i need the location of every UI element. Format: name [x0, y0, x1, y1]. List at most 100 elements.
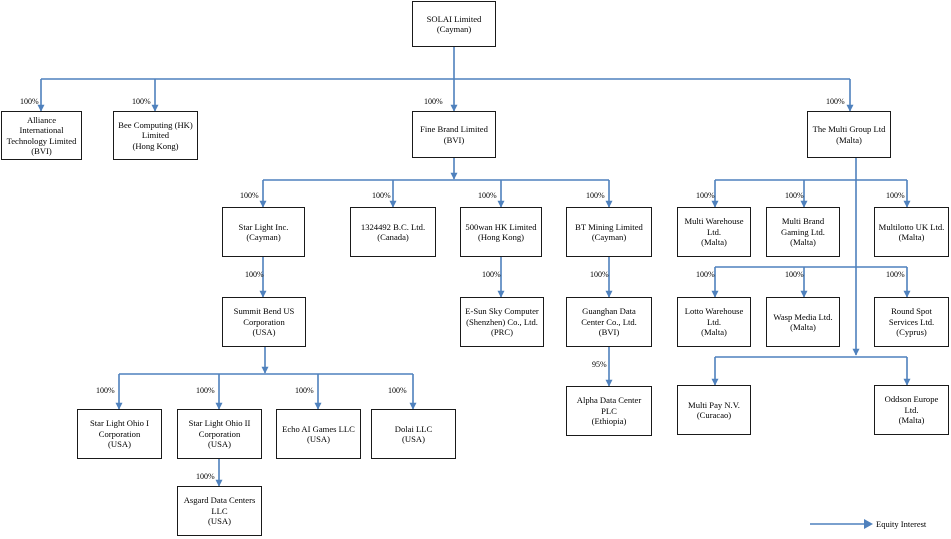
entity-summit: Summit Bend US Corporation (USA) [222, 297, 306, 347]
entity-lotto-jurisdiction: (Malta) [701, 327, 727, 338]
pct-mwarehouse: 100% [696, 191, 715, 200]
pct-bt: 100% [586, 191, 605, 200]
entity-fine-jurisdiction: (BVI) [443, 134, 465, 145]
entity-dolai: Dolai LLC (USA) [371, 409, 456, 459]
entity-alliance: Alliance International Technology Limite… [1, 111, 82, 160]
entity-esun-name-2: (Shenzhen) Co., Ltd. [466, 316, 538, 327]
entity-ohio1: Star Light Ohio I Corporation (USA) [77, 409, 162, 459]
entity-guanghan-name-2: Center Co., Ltd. [581, 316, 637, 327]
entity-bt: BT Mining Limited (Cayman) [566, 207, 652, 257]
pct-esun: 100% [482, 270, 501, 279]
entity-alliance-jurisdiction: (BVI) [31, 146, 52, 156]
entity-alliance-name-2: Technology Limited [6, 135, 77, 146]
entity-wasp-jurisdiction: (Malta) [790, 322, 816, 332]
entity-round-name: Round Spot [891, 306, 932, 317]
entity-guanghan-name: Guanghan Data [582, 306, 636, 317]
entity-ohio2: Star Light Ohio II Corporation (USA) [177, 409, 262, 459]
entity-starlight-name: Star Light Inc. [238, 221, 289, 232]
pct-summit: 100% [245, 270, 264, 279]
entity-guanghan: Guanghan Data Center Co., Ltd. (BVI) [566, 297, 652, 347]
entity-ohio1-name: Star Light Ohio I [90, 418, 149, 429]
entity-multi: The Multi Group Ltd (Malta) [807, 111, 891, 158]
entity-alpha: Alpha Data Center PLC (Ethiopia) [566, 386, 652, 436]
entity-wan: 500wan HK Limited (Hong Kong) [460, 207, 542, 257]
entity-pay: Multi Pay N.V. (Curacao) [677, 385, 751, 435]
entity-wan-jurisdiction: (Hong Kong) [477, 232, 525, 242]
entity-echo-jurisdiction: (USA) [307, 434, 330, 444]
entity-asgard-jurisdiction: (USA) [208, 516, 231, 527]
entity-bee: Bee Computing (HK) Limited (Hong Kong) [113, 111, 198, 160]
pct-starlight: 100% [240, 191, 259, 200]
entity-oddson: Oddson Europe Ltd. (Malta) [874, 385, 949, 435]
pct-bc: 100% [372, 191, 391, 200]
entity-asgard-name: Asgard Data Centers [183, 495, 256, 506]
pct-mlotto: 100% [886, 191, 905, 200]
entity-mwarehouse: Multi Warehouse Ltd. (Malta) [677, 207, 751, 257]
entity-summit-jurisdiction: (USA) [252, 327, 276, 338]
entity-ohio1-name-2: Corporation [98, 428, 141, 439]
legend-arrow-icon [810, 519, 873, 529]
entity-fine: Fine Brand Limited (BVI) [412, 111, 496, 158]
pct-dolai: 100% [388, 386, 407, 395]
entity-alpha-name-2: PLC [601, 405, 617, 416]
entity-alpha-jurisdiction: (Ethiopia) [591, 416, 627, 427]
entity-bee-jurisdiction: (Hong Kong) [132, 140, 179, 151]
entity-bc-name: 1324492 B.C. Ltd. [360, 221, 426, 232]
entity-dolai-name: Dolai LLC [394, 423, 433, 434]
entity-mbrand: Multi Brand Gaming Ltd. (Malta) [766, 207, 840, 257]
pct-alpha: 95% [592, 360, 607, 369]
entity-pay-jurisdiction: (Curacao) [696, 410, 732, 420]
entity-dolai-jurisdiction: (USA) [402, 434, 425, 444]
entity-bc-jurisdiction: (Canada) [377, 232, 409, 242]
pct-ohio2: 100% [196, 386, 215, 395]
entity-wan-name: 500wan HK Limited [465, 221, 537, 232]
entity-mbrand-name: Multi Brand [781, 216, 825, 227]
entity-ohio1-jurisdiction: (USA) [108, 439, 131, 450]
entity-alpha-name: Alpha Data Center [576, 395, 642, 406]
entity-wasp-name: Wasp Media Ltd. [773, 311, 833, 322]
pct-mbrand: 100% [785, 191, 804, 200]
pct-ohio1: 100% [96, 386, 115, 395]
entity-bee-name-2: Limited [141, 130, 170, 141]
entity-guanghan-jurisdiction: (BVI) [598, 327, 620, 338]
entity-lotto-name: Lotto Warehouse [684, 306, 744, 317]
entity-mlotto-name: Multilotto UK Ltd. [878, 221, 945, 232]
entity-solai-jurisdiction: (Cayman) [436, 24, 472, 34]
entity-ohio2-name-2: Corporation [198, 428, 241, 439]
entity-lotto-name-2: Ltd. [706, 316, 722, 327]
pct-echo: 100% [295, 386, 314, 395]
entity-esun: E-Sun Sky Computer (Shenzhen) Co., Ltd. … [460, 297, 544, 347]
entity-echo: Echo AI Games LLC (USA) [276, 409, 361, 459]
entity-multi-name: The Multi Group Ltd [812, 124, 886, 134]
entity-fine-name: Fine Brand Limited [420, 124, 488, 134]
entity-mlotto-jurisdiction: (Malta) [898, 232, 925, 242]
entity-solai: SOLAI Limited (Cayman) [412, 1, 496, 47]
entity-mbrand-name-2: Gaming Ltd. [781, 226, 825, 237]
entity-lotto: Lotto Warehouse Ltd. (Malta) [677, 297, 751, 347]
entity-oddson-jurisdiction: (Malta) [898, 415, 925, 426]
pct-round: 100% [886, 270, 905, 279]
pct-multi: 100% [826, 97, 845, 106]
entity-wasp: Wasp Media Ltd. (Malta) [766, 297, 840, 347]
pct-lotto: 100% [696, 270, 715, 279]
entity-echo-name: Echo AI Games LLC [282, 423, 355, 434]
entity-esun-jurisdiction: (PRC) [491, 327, 513, 338]
entity-mwarehouse-jurisdiction: (Malta) [701, 237, 727, 248]
pct-guanghan: 100% [590, 270, 609, 279]
pct-bee: 100% [132, 97, 151, 106]
entity-asgard-name-2: LLC [211, 505, 228, 516]
entity-ohio2-jurisdiction: (USA) [208, 439, 231, 450]
entity-asgard: Asgard Data Centers LLC (USA) [177, 486, 262, 536]
entity-round-jurisdiction: (Cyprus) [896, 327, 927, 338]
entity-mwarehouse-name-2: Ltd. [706, 226, 722, 237]
entity-mwarehouse-name: Multi Warehouse [684, 216, 744, 227]
pct-wan: 100% [478, 191, 497, 200]
entity-pay-name: Multi Pay N.V. [688, 399, 740, 410]
entity-bt-jurisdiction: (Cayman) [591, 232, 627, 242]
entity-starlight-jurisdiction: (Cayman) [246, 232, 281, 242]
entity-oddson-name-2: Ltd. [904, 404, 919, 415]
pct-alliance: 100% [20, 97, 39, 106]
entity-summit-name: Summit Bend US [233, 306, 295, 317]
